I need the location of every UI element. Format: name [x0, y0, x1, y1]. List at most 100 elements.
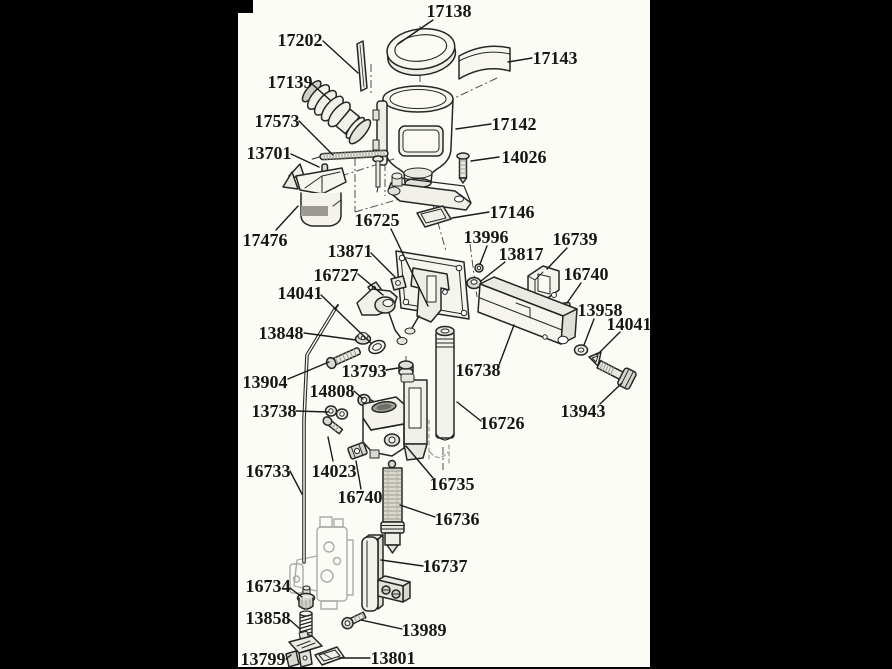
leader-line-13958-15	[583, 318, 595, 346]
part-washer-right	[573, 344, 589, 356]
part-screw	[322, 416, 344, 435]
leader-line-17476-8	[275, 205, 299, 231]
part-label-13996: 13996	[464, 227, 509, 247]
leader-line-16727-18	[357, 273, 384, 296]
part-label-13943: 13943	[561, 401, 606, 421]
leader-line-13738-24	[295, 410, 329, 413]
part-agitator-funnel	[282, 163, 347, 227]
parts-artwork	[282, 27, 637, 668]
part-label-16734: 16734	[246, 576, 291, 596]
leader-line-16739-13	[546, 247, 568, 270]
part-label-14023: 14023	[312, 461, 357, 481]
leader-line-16735-31	[405, 445, 434, 479]
leader-line-13943-29	[599, 382, 623, 405]
part-square-nut-lower	[347, 442, 368, 460]
part-washers	[324, 405, 349, 420]
leader-line-13799-37	[285, 654, 292, 660]
part-label-16739: 16739	[553, 229, 598, 249]
part-oval-washer-left	[368, 339, 386, 355]
leader-line-17139-3	[311, 83, 331, 101]
part-baffle-blade	[356, 40, 368, 92]
part-wedge-plate	[314, 646, 345, 666]
part-clamp-screw	[372, 155, 384, 193]
part-hopper-window	[458, 45, 511, 80]
part-label-17138: 17138	[427, 1, 472, 21]
part-label-14041: 14041	[278, 283, 323, 303]
scan-notch	[238, 0, 253, 13]
part-label-14808: 14808	[310, 381, 355, 401]
leader-line-17143-2	[507, 57, 533, 63]
leader-line-14023-26	[327, 436, 334, 462]
part-label-13848: 13848	[259, 323, 304, 343]
part-square-washer	[390, 275, 407, 291]
part-label-13989: 13989	[402, 620, 447, 640]
part-label-17573: 17573	[255, 111, 300, 131]
part-bushing	[466, 276, 482, 290]
leader-line-13904-21	[287, 361, 330, 380]
part-label-16727: 16727	[314, 265, 359, 285]
leader-line-16733-25	[289, 470, 303, 495]
part-wiper-plate	[416, 205, 452, 228]
part-label-16737: 16737	[423, 556, 468, 576]
part-label-13793: 13793	[342, 361, 387, 381]
leader-line-17138-0	[397, 19, 434, 45]
part-label-16726: 16726	[480, 413, 525, 433]
part-hex-bolt	[596, 359, 637, 390]
part-label-13871: 13871	[328, 241, 373, 261]
part-label-16735: 16735	[430, 474, 475, 494]
part-hopper-bolt	[456, 152, 470, 184]
leader-line-17202-1	[322, 40, 359, 74]
leader-line-16740-14	[566, 282, 582, 304]
part-mounting-bracket	[395, 250, 470, 335]
part-threaded-rod	[380, 467, 405, 554]
leader-line-13871-17	[370, 252, 396, 278]
part-label-14026: 14026	[502, 147, 547, 167]
part-label-13858: 13858	[246, 608, 291, 628]
part-slide-bar	[477, 276, 578, 345]
part-label-17139: 17139	[268, 72, 313, 92]
part-label-17143: 17143	[533, 48, 578, 68]
part-feed-body	[362, 373, 428, 473]
leader-line-14026-7	[470, 156, 500, 162]
part-label-17146: 17146	[490, 202, 535, 222]
part-label-13799: 13799	[241, 649, 286, 669]
leader-line-13989-36	[360, 619, 403, 630]
leader-line-17573-4	[298, 120, 334, 156]
part-flange-nut	[354, 332, 372, 345]
part-powder-hose	[301, 80, 372, 145]
part-label-17202: 17202	[278, 30, 323, 50]
part-label-13801: 13801	[371, 648, 416, 668]
part-small-nut	[474, 263, 484, 273]
part-link-bar	[361, 534, 411, 612]
part-label-13701: 13701	[247, 143, 292, 163]
part-detent-knob	[296, 585, 316, 610]
part-label-14041: 14041	[607, 314, 652, 334]
part-sensor-rod	[311, 149, 389, 161]
part-label-16725: 16725	[355, 210, 400, 230]
part-long-screw	[325, 347, 362, 370]
leader-line-13701-5	[290, 153, 320, 168]
part-cam-lever	[356, 281, 408, 345]
leader-line-17146-10	[451, 211, 490, 219]
part-label-16733: 16733	[246, 461, 291, 481]
leader-line-16736-32	[399, 504, 436, 518]
part-powder-tube	[428, 325, 455, 467]
part-hopper-lid	[386, 27, 457, 76]
leader-line-13817-12	[480, 261, 506, 282]
leader-line-14808-23	[353, 390, 364, 400]
part-label-13738: 13738	[252, 401, 297, 421]
leader-line-17142-6	[455, 123, 492, 130]
leader-line-13858-35	[289, 619, 301, 630]
part-label-16740: 16740	[564, 264, 609, 284]
part-label-16736: 16736	[435, 509, 480, 529]
part-label-17476: 17476	[243, 230, 288, 250]
leader-line-16740-30	[355, 460, 362, 490]
part-label-13958: 13958	[578, 300, 623, 320]
leader-line-14041-19	[320, 294, 372, 344]
part-label-17142: 17142	[492, 114, 537, 134]
part-socket-screw	[341, 611, 367, 630]
part-label-13904: 13904	[243, 372, 288, 392]
leader-line-14041-16	[596, 331, 621, 356]
leader-line-16725-9	[390, 228, 429, 307]
leader-line-13996-11	[479, 245, 488, 265]
